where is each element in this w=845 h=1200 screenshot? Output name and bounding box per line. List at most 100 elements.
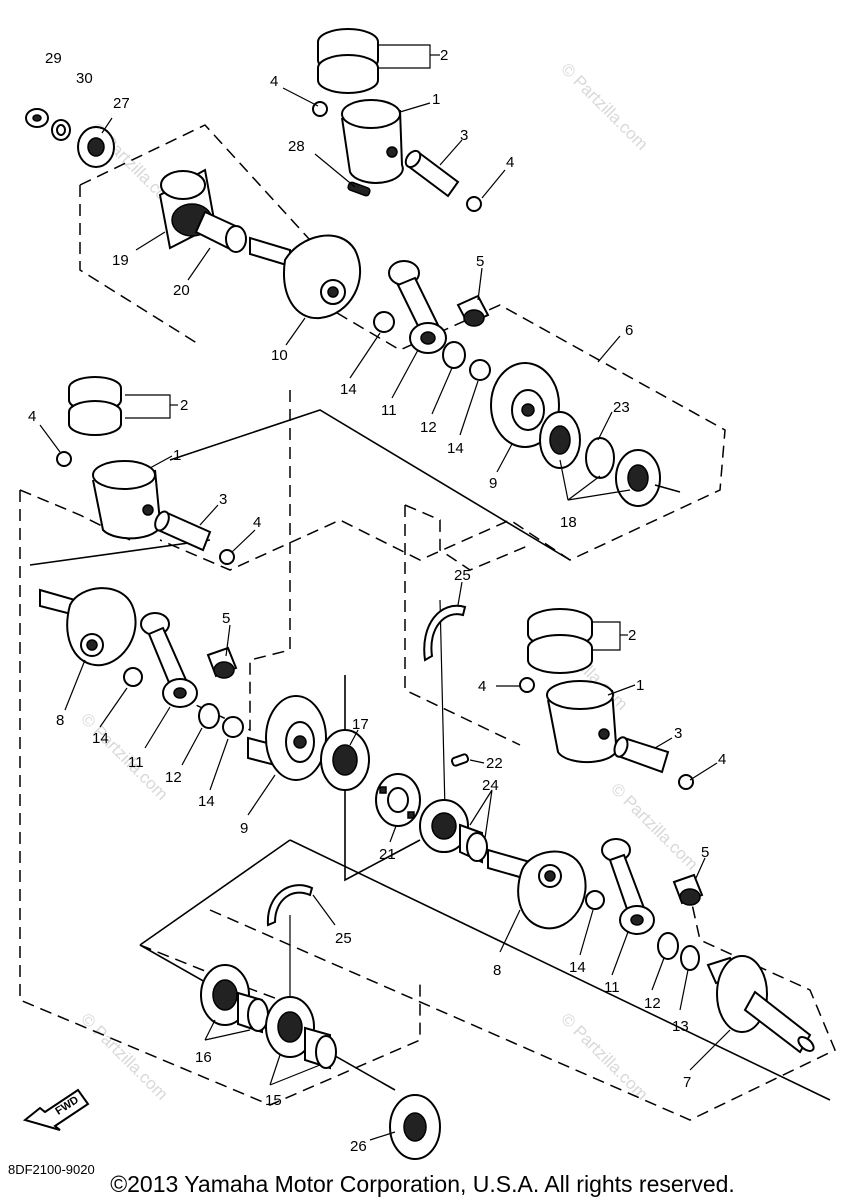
middle-piston-pin bbox=[154, 510, 212, 552]
callout-label: 14 bbox=[569, 959, 586, 976]
callout-label: 11 bbox=[128, 754, 144, 771]
upper-small-end-bearing bbox=[456, 294, 490, 327]
callout-label: 14 bbox=[447, 440, 464, 457]
upper-piston bbox=[341, 99, 404, 184]
watermark: © Partzilla.com bbox=[77, 1009, 171, 1103]
washer-13 bbox=[680, 945, 700, 971]
dowel-pin bbox=[450, 753, 470, 767]
watermark: © Partzilla.com bbox=[557, 59, 651, 153]
callout-label: 12 bbox=[644, 995, 661, 1012]
upper-crank-half-10 bbox=[249, 234, 361, 320]
callout-label: 3 bbox=[460, 127, 468, 144]
callout-label: 10 bbox=[271, 347, 288, 364]
washer bbox=[222, 716, 244, 738]
callout-label: 5 bbox=[476, 253, 484, 270]
upper-main-bearings-18 bbox=[539, 411, 681, 507]
callout-label: 27 bbox=[113, 95, 130, 112]
callout-label: 8 bbox=[493, 962, 501, 979]
oil-seal-nut-stack bbox=[25, 108, 115, 168]
callout-label: 18 bbox=[560, 514, 577, 531]
callout-label: 4 bbox=[253, 514, 261, 531]
callout-label: 22 bbox=[486, 755, 503, 772]
half-ring-25 bbox=[423, 604, 467, 662]
callout-label: 21 bbox=[379, 846, 396, 863]
callout-label: 30 bbox=[76, 70, 93, 87]
big-end-bearing bbox=[198, 703, 220, 729]
callout-label: 5 bbox=[701, 844, 709, 861]
callout-label: 7 bbox=[683, 1074, 691, 1091]
watermark: © Partzilla.com bbox=[557, 1009, 651, 1103]
middle-small-end-bearing bbox=[206, 646, 238, 679]
callout-label: 4 bbox=[478, 678, 486, 695]
copyright-notice: ©2013 Yamaha Motor Corporation, U.S.A. A… bbox=[110, 1171, 735, 1197]
half-ring-25 bbox=[266, 884, 314, 927]
bearing-set-16 bbox=[200, 964, 269, 1034]
upper-bearing-19-20 bbox=[158, 168, 247, 253]
upper-connecting-rod bbox=[388, 260, 447, 354]
callout-label: 23 bbox=[613, 399, 630, 416]
watermark: © Partzilla.com bbox=[77, 709, 171, 803]
diagram-code: 8DF2100-9020 bbox=[8, 1162, 95, 1177]
right-crank-end-7 bbox=[706, 955, 815, 1054]
callout-label: 9 bbox=[240, 820, 248, 837]
callout-label: 1 bbox=[432, 91, 440, 108]
callout-label: 6 bbox=[625, 322, 633, 339]
callout-label: 25 bbox=[335, 930, 352, 947]
big-end-bearing bbox=[657, 932, 679, 960]
callout-label: 2 bbox=[180, 397, 188, 414]
callout-label: 14 bbox=[92, 730, 109, 747]
right-piston-ring-set bbox=[527, 608, 593, 674]
callout-labels: 29 30 27 2 4 1 3 4 28 19 20 10 5 6 14 11… bbox=[28, 47, 726, 1155]
callout-label: 4 bbox=[270, 73, 278, 90]
callout-label: 24 bbox=[482, 777, 499, 794]
washer bbox=[469, 359, 491, 381]
callout-label: 2 bbox=[440, 47, 448, 64]
middle-piston-ring-set bbox=[68, 376, 122, 436]
middle-crank-web-9 bbox=[247, 695, 327, 781]
circlip bbox=[56, 451, 72, 467]
upper-piston-ring-set bbox=[317, 28, 379, 94]
callout-label: 25 bbox=[454, 567, 471, 584]
right-small-end-bearing bbox=[672, 873, 704, 906]
callout-label: 13 bbox=[672, 1018, 689, 1035]
circlip bbox=[519, 677, 535, 693]
callout-label: 17 bbox=[352, 716, 369, 733]
callout-label: 5 bbox=[222, 610, 230, 627]
bearing-set-15 bbox=[265, 996, 337, 1070]
callout-label: 19 bbox=[112, 252, 129, 269]
right-piston bbox=[546, 680, 619, 764]
callout-label: 2 bbox=[628, 627, 636, 644]
callout-label: 11 bbox=[381, 402, 397, 419]
middle-piston bbox=[92, 460, 162, 540]
callout-label: 15 bbox=[265, 1092, 282, 1109]
callout-label: 9 bbox=[489, 475, 497, 492]
callout-label: 14 bbox=[198, 793, 215, 810]
callout-label: 12 bbox=[420, 419, 437, 436]
callout-label: 12 bbox=[165, 769, 182, 786]
callout-label: 4 bbox=[718, 751, 726, 768]
callout-label: 11 bbox=[604, 979, 620, 996]
big-end-bearing bbox=[442, 341, 466, 369]
right-crank-half-8 bbox=[487, 848, 587, 930]
washer bbox=[373, 311, 395, 333]
upper-piston-pin bbox=[404, 149, 460, 198]
callout-label: 20 bbox=[173, 282, 190, 299]
middle-connecting-rod bbox=[140, 612, 198, 708]
middle-crank-half-8 bbox=[39, 587, 137, 667]
callout-label: 3 bbox=[674, 725, 682, 742]
main-bearing-17 bbox=[320, 729, 370, 791]
washer bbox=[123, 667, 143, 687]
oil-seal-26 bbox=[389, 1094, 441, 1160]
callout-label: 1 bbox=[636, 677, 644, 694]
callout-label: 4 bbox=[28, 408, 36, 425]
callout-label: 16 bbox=[195, 1049, 212, 1066]
bearing-set-24 bbox=[419, 799, 488, 864]
circlip bbox=[678, 774, 694, 790]
labyrinth-seal-21 bbox=[375, 773, 421, 827]
right-connecting-rod bbox=[601, 838, 655, 935]
callout-label: 29 bbox=[45, 50, 62, 67]
callout-label: 3 bbox=[219, 491, 227, 508]
callout-label: 4 bbox=[506, 154, 514, 171]
right-piston-pin bbox=[613, 736, 670, 774]
